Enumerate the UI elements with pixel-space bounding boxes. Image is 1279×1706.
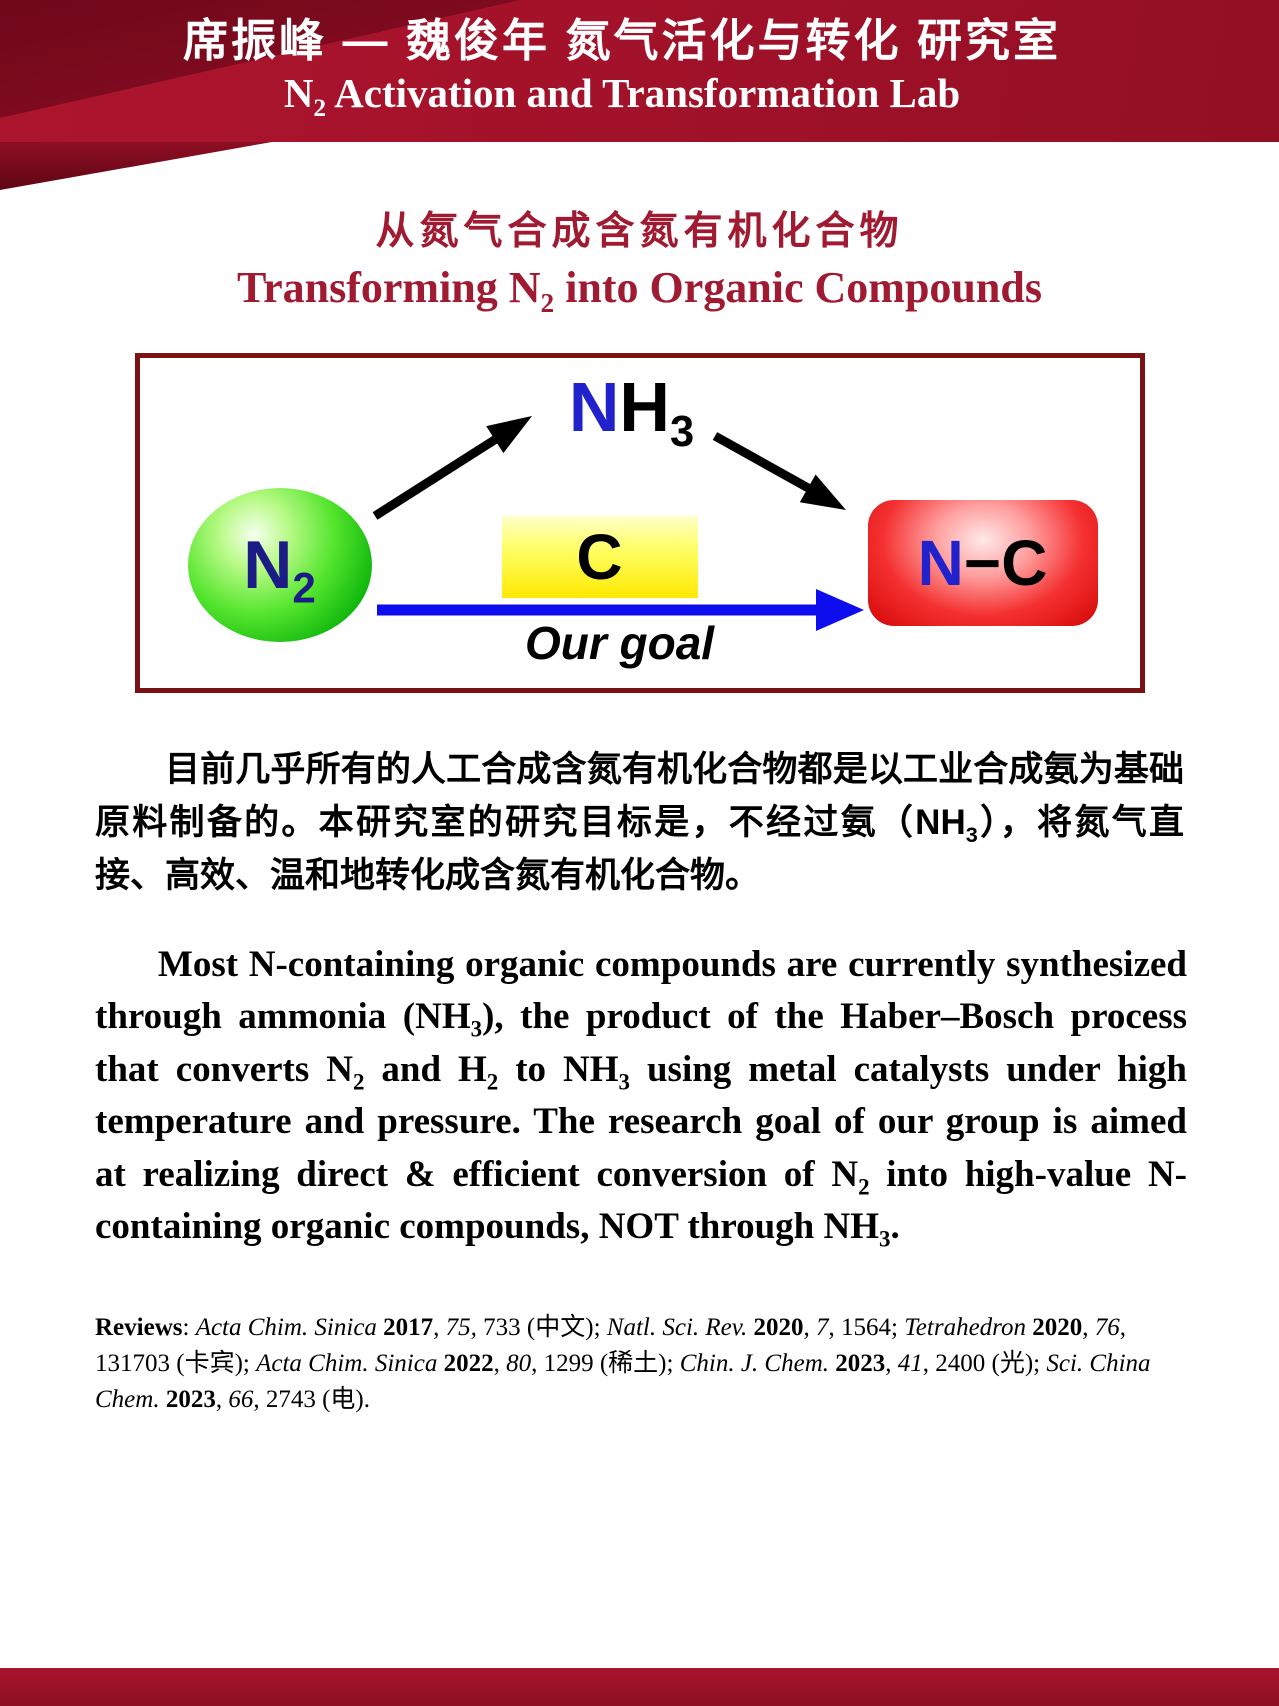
- reaction-scheme-diagram: N2 NH3 C N−C Our goal: [134, 353, 1145, 693]
- arrowhead-nh3-to-nc: [799, 474, 846, 510]
- scheme-arrows-layer: [372, 416, 864, 631]
- n2-molecule-sphere: N2: [187, 488, 372, 642]
- section-title-chinese: 从氮气合成含氮有机化合物: [375, 210, 904, 253]
- nc-product-box: N−C: [867, 500, 1098, 626]
- reviews-citations: Reviews: Acta Chim. Sinica 2017, 75, 733…: [95, 1313, 1151, 1414]
- section-title-block: 从氮气合成含氮有机化合物 Transforming N2 into Organi…: [0, 200, 1279, 318]
- banner-ribbon-fold-bottom: [0, 142, 272, 190]
- header-banner: 席振峰 — 魏俊年 氮气活化与转化 研究室 N2 Activation and …: [0, 0, 1279, 190]
- our-goal-label: Our goal: [524, 617, 715, 669]
- banner-text-block: 席振峰 — 魏俊年 氮气活化与转化 研究室 N2 Activation and …: [0, 0, 1279, 122]
- footer-bar: [0, 1668, 1279, 1706]
- section-title-english: Transforming N2 into Organic Compounds: [237, 263, 1042, 318]
- chinese-paragraph: 目前几乎所有的人工合成含氮有机化合物都是以工业合成氨为基础原料制备的。本研究室的…: [95, 750, 1184, 896]
- n2-label: N2: [243, 527, 316, 612]
- carbon-source-box: C: [501, 516, 698, 598]
- nc-label: N−C: [917, 527, 1048, 599]
- lab-title-chinese: 席振峰 — 魏俊年 氮气活化与转化 研究室: [182, 15, 1061, 66]
- lab-title-english: N2 Activation and Transformation Lab: [283, 69, 961, 122]
- arrowhead-n2-to-nh3: [485, 416, 532, 454]
- nh3-label: NH3: [568, 368, 695, 456]
- arrow-n2-to-nh3: [372, 435, 498, 520]
- carbon-label: C: [576, 521, 623, 593]
- english-paragraph: Most N-containing organic compounds are …: [95, 943, 1188, 1252]
- arrow-nh3-to-nc: [712, 432, 812, 493]
- arrowhead-our-goal: [815, 589, 864, 631]
